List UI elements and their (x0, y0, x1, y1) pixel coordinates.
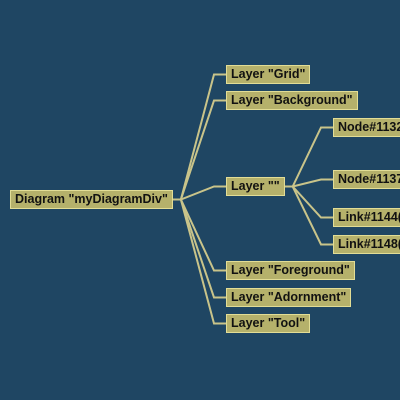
node-layer-tool[interactable]: Layer "Tool" (226, 314, 311, 333)
node-layer-default[interactable]: Layer "" (226, 177, 285, 196)
link-root-to-layer-3 (172, 198, 226, 272)
node-part-node-1132[interactable]: Node#1132 (333, 118, 400, 137)
node-layer-foreground[interactable]: Layer "Foreground" (226, 261, 355, 280)
node-layer-adornment[interactable]: Layer "Adornment" (226, 288, 352, 307)
link-root-to-layer-0 (172, 73, 226, 201)
link-root-to-layer-5 (172, 198, 226, 325)
node-layer-grid[interactable]: Layer "Grid" (226, 65, 311, 84)
node-part-node-1137[interactable]: Node#1137 (333, 170, 400, 189)
link-layer-to-part-1 (284, 178, 333, 188)
link-layer-to-part-2 (284, 185, 333, 219)
node-part-link-1144[interactable]: Link#1144( (333, 208, 400, 227)
link-root-to-layer-1 (172, 99, 226, 201)
link-layer-to-part-0 (284, 126, 333, 188)
link-layer-to-part-3 (284, 185, 333, 246)
node-diagram-root[interactable]: Diagram "myDiagramDiv" (10, 190, 173, 209)
link-root-to-layer-4 (172, 198, 226, 299)
node-layer-background[interactable]: Layer "Background" (226, 91, 358, 110)
node-part-link-1148[interactable]: Link#1148( (333, 235, 400, 254)
